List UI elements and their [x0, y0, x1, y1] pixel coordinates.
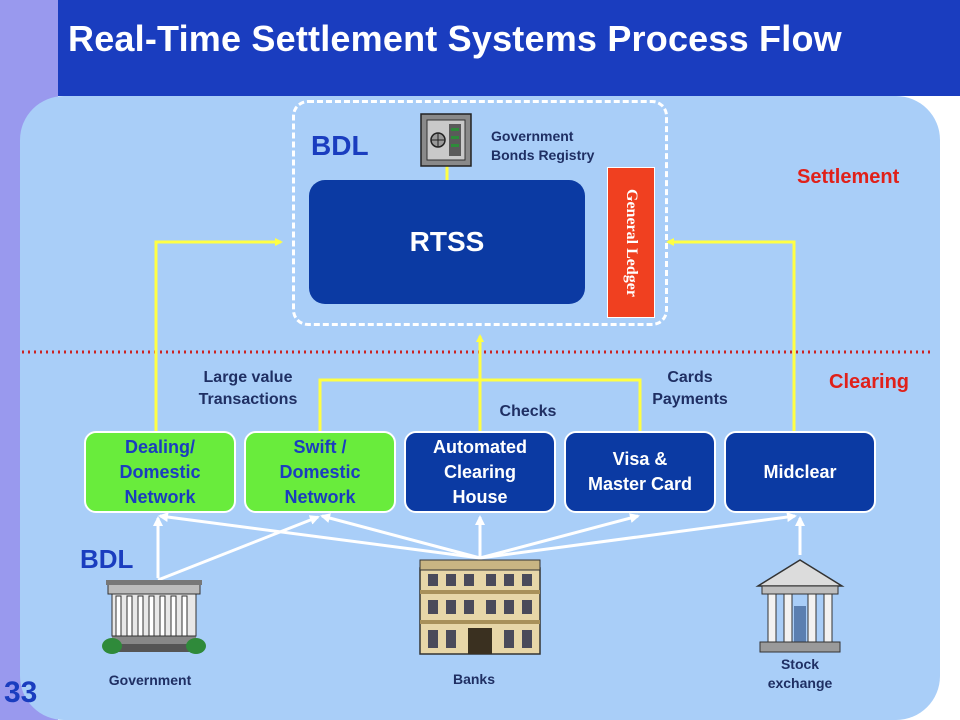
- flow-midclear-to-ledger: [666, 238, 796, 431]
- dealing-domestic-network-box: Dealing/ Domestic Network: [84, 431, 236, 513]
- rtss-label: RTSS: [409, 226, 485, 257]
- rtss-box: RTSS: [309, 180, 585, 304]
- automated-clearing-house-box: Automated Clearing House: [404, 431, 556, 513]
- bank-building-icon: [419, 559, 541, 655]
- bdl-label-bottom: BDL: [80, 544, 134, 574]
- settlement-zone-label: Settlement: [797, 166, 900, 188]
- visa-master-card-box: Visa & Master Card: [564, 431, 716, 513]
- header-band: [58, 0, 960, 96]
- government-building-icon: [102, 580, 206, 654]
- banks-label: Banks: [452, 671, 496, 687]
- bdl-settlement-boundary: [292, 100, 668, 326]
- slide-number: 33: [4, 676, 38, 709]
- checks-label: Checks: [499, 403, 557, 420]
- large-value-transactions-label: Large value Transactions: [198, 369, 298, 408]
- bdl-label-top: BDL: [311, 130, 369, 161]
- clearing-zone-label: Clearing: [829, 371, 910, 393]
- government-bonds-registry-label: Government Bonds Registry: [491, 128, 595, 163]
- vault-icon: [420, 113, 472, 167]
- flow-visa-to-checks: [480, 378, 642, 431]
- stock-exchange-label: Stock exchange: [767, 656, 833, 691]
- slide-title: Real-Time Settlement Systems Process Flo…: [68, 18, 842, 59]
- government-label: Government: [108, 672, 192, 688]
- flow-swift-to-checks: [318, 378, 480, 431]
- midclear-box: Midclear: [724, 431, 876, 513]
- general-ledger-label: General Ledger: [623, 188, 640, 297]
- white-participant-arrows: [153, 512, 805, 582]
- general-ledger-box: General Ledger: [607, 167, 655, 318]
- swift-domestic-network-box: Swift / Domestic Network: [244, 431, 396, 513]
- flow-dealing-to-rtss: [154, 238, 283, 431]
- cards-payments-label: Cards Payments: [652, 369, 728, 408]
- stock-exchange-icon: [755, 559, 845, 653]
- yellow-flow-lines: [154, 164, 796, 431]
